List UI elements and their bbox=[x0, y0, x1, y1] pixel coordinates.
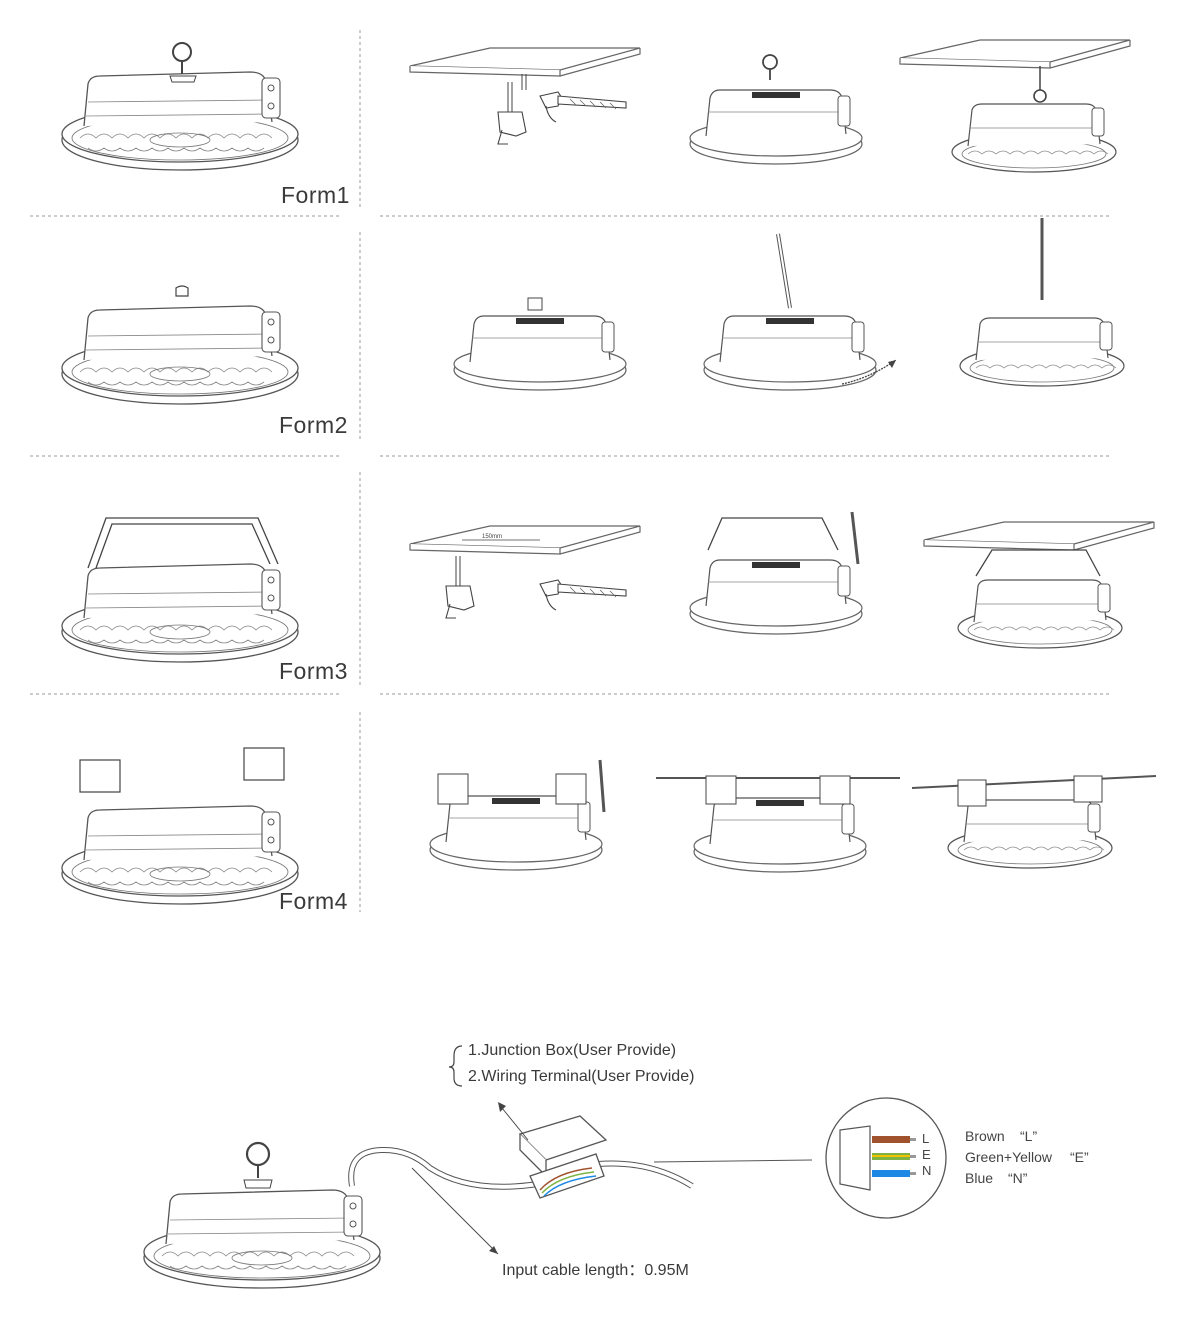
letter-e: E bbox=[922, 1147, 931, 1162]
measure-label: 150mm bbox=[482, 534, 502, 540]
legend-ge-code: “E” bbox=[1070, 1149, 1089, 1165]
detail-leader bbox=[653, 1159, 813, 1163]
legend-blue-code: “N” bbox=[1008, 1170, 1028, 1186]
wiring-terminal-note: 2.Wiring Terminal(User Provide) bbox=[468, 1068, 695, 1085]
wire-detail-callout bbox=[825, 1097, 947, 1219]
form1-label: Form1 bbox=[281, 182, 350, 208]
form3-label: Form3 bbox=[279, 658, 348, 684]
legend-brown-code: “L” bbox=[1020, 1128, 1038, 1144]
form1-lamp bbox=[61, 42, 299, 171]
letter-l: L bbox=[922, 1131, 930, 1146]
junction-leader bbox=[501, 1107, 529, 1141]
legend-ge-name: Green+Yellow bbox=[965, 1149, 1053, 1165]
form2-step3-hung-lamp bbox=[959, 218, 1125, 387]
form4-step2-rail-lamp bbox=[656, 775, 900, 873]
form4-lamp bbox=[61, 747, 299, 905]
legend-blue-name: Blue bbox=[965, 1170, 994, 1186]
letter-n: N bbox=[922, 1163, 932, 1178]
junction-box-note: 1.Junction Box(User Provide) bbox=[468, 1042, 677, 1059]
cable-length-note: Input cable length：0.95M bbox=[502, 1262, 689, 1279]
form3-step1-ceiling-drill: 150mm bbox=[409, 525, 641, 619]
input-cable bbox=[348, 1146, 694, 1190]
form3-lamp bbox=[61, 517, 299, 663]
form4-step1-lamp bbox=[429, 759, 606, 871]
form3-step3-mounted-lamp bbox=[923, 521, 1155, 649]
form1-step1-ceiling-drill bbox=[409, 47, 641, 145]
form4-label: Form4 bbox=[279, 888, 348, 914]
form2-step1-lamp bbox=[453, 297, 627, 391]
form3-step2-lamp bbox=[689, 511, 863, 635]
wiring-lamp bbox=[143, 1141, 381, 1289]
cable-leader bbox=[411, 1167, 499, 1255]
form2-step2-pipe bbox=[703, 233, 897, 391]
form1-step2-lamp bbox=[689, 54, 863, 165]
legend-brown-name: Brown bbox=[965, 1128, 1005, 1144]
brace bbox=[448, 1045, 463, 1087]
form4-step3-rail-lamp bbox=[911, 775, 1157, 869]
form2-label: Form2 bbox=[279, 412, 348, 438]
junction-box bbox=[518, 1115, 608, 1199]
form1-step3-hung-lamp bbox=[899, 39, 1131, 173]
form2-lamp bbox=[61, 285, 299, 405]
